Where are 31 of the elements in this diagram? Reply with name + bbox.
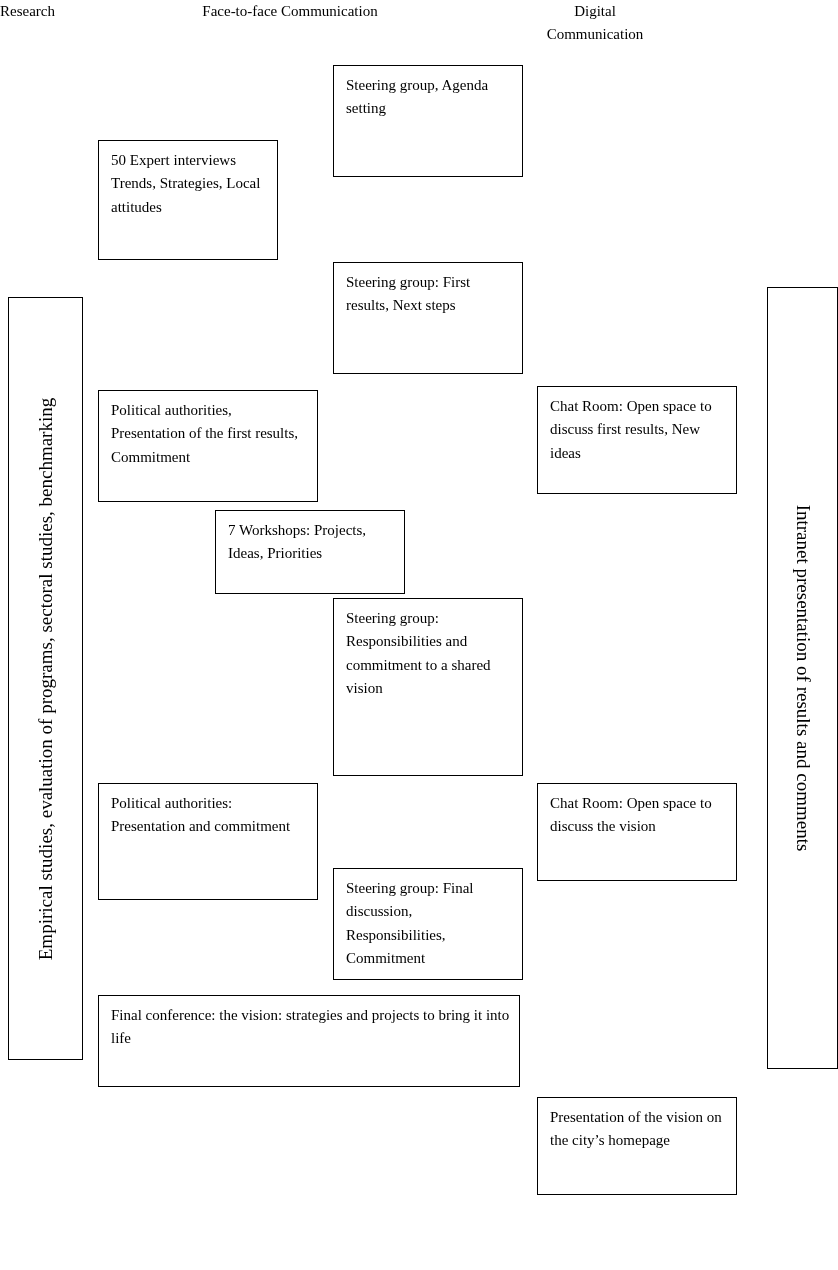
box-text: 50 Expert interviews Trends, Strategies, Local attitudes	[111, 151, 262, 217]
box-text: Empirical studies, evaluation of programs, sectoral studies, benchmarking	[33, 397, 57, 960]
box-text: Steering group: Responsibilities and commitment to a shared vision	[346, 609, 492, 698]
process-box	[98, 390, 318, 502]
box-text: Intranet presentation of results and comments	[791, 504, 815, 852]
process-box	[333, 65, 523, 177]
box-text: Presentation of the vision on the city’s homepage	[550, 1108, 723, 1151]
box-text: Chat Room: Open space to discuss first results, New ideas	[550, 397, 713, 463]
process-box	[333, 598, 523, 776]
process-box	[215, 510, 405, 594]
box-text: 7 Workshops: Projects, Ideas, Priorities	[228, 521, 368, 564]
column-heading: Research	[0, 2, 56, 21]
process-box	[537, 386, 737, 494]
process-box	[333, 262, 523, 374]
box-text: Steering group, Agenda setting	[346, 76, 490, 119]
process-box	[98, 783, 318, 900]
box-text: Political authorities, Presentation of the first results, Commitment	[111, 401, 300, 467]
box-text: Political authorities: Presentation and commitment	[111, 794, 292, 837]
box-text: Steering group: Final discussion, Responsibilities, Commitment	[346, 879, 475, 968]
column-heading: Digital Communication	[545, 2, 645, 45]
process-box	[98, 140, 278, 260]
box-text: Steering group: First results, Next steps	[346, 273, 472, 316]
process-box	[767, 287, 838, 1069]
process-box	[537, 783, 737, 881]
box-text: Final conference: the vision: strategies and projects to bring it into life	[111, 1006, 511, 1049]
process-box	[333, 868, 523, 980]
box-text: Chat Room: Open space to discuss the vision	[550, 794, 713, 837]
process-box	[98, 995, 520, 1087]
process-box	[537, 1097, 737, 1195]
process-box	[8, 297, 83, 1060]
column-heading: Face-to-face Communication	[201, 2, 379, 21]
